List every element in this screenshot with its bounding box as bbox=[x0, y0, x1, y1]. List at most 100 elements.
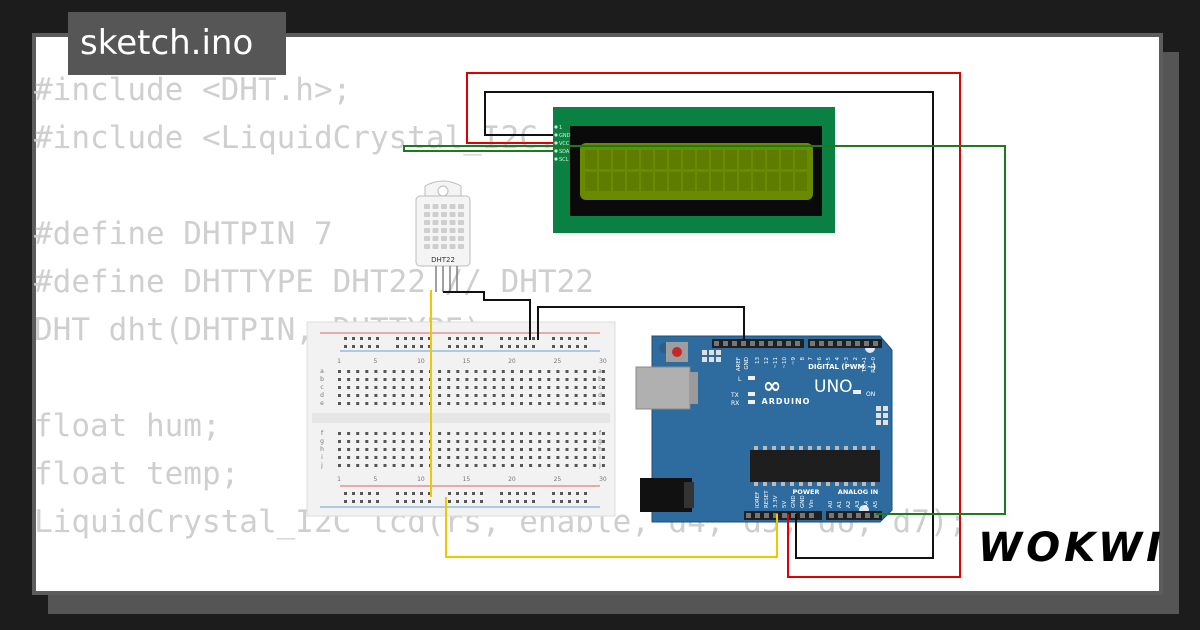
microcontroller-chip bbox=[750, 450, 880, 482]
column-number: 20 bbox=[508, 476, 516, 483]
column-number: 5 bbox=[373, 476, 377, 483]
sensor-grille bbox=[424, 204, 464, 249]
column-number: 20 bbox=[508, 358, 516, 365]
sensor-label: DHT22 bbox=[431, 256, 455, 264]
analog-label: ANALOG IN bbox=[838, 488, 878, 496]
code-line: #define DHTTYPE DHT22 // DHT22 bbox=[34, 264, 594, 300]
power-header-holes bbox=[746, 513, 879, 518]
column-number: 1 bbox=[337, 476, 341, 483]
row-letter: a bbox=[320, 368, 324, 375]
row-letter: c bbox=[320, 384, 323, 391]
column-number: 1 bbox=[337, 358, 341, 365]
digital-pin-label: 4 bbox=[835, 357, 841, 361]
digital-pin-label: 12 bbox=[764, 357, 770, 364]
row-letter: j bbox=[598, 462, 601, 469]
on-label: ON bbox=[866, 391, 875, 398]
analog-pin-label: A4 bbox=[864, 500, 870, 508]
lcd-pin-label: GND bbox=[559, 133, 571, 139]
analog-pin-label: A1 bbox=[837, 501, 843, 508]
icsp-header bbox=[702, 350, 888, 425]
row-letter: g bbox=[598, 438, 602, 445]
lcd-pin-label: 1 bbox=[559, 125, 562, 131]
digital-pin-label: ~10 bbox=[782, 357, 788, 369]
rx-label: RX bbox=[731, 400, 739, 407]
wokwi-logo: WOKWI bbox=[978, 525, 1166, 571]
arduino-infinity-logo: ∞ bbox=[763, 374, 781, 399]
row-letter: f bbox=[321, 430, 324, 437]
analog-pin-label: A2 bbox=[846, 501, 852, 508]
row-letter: f bbox=[599, 430, 602, 437]
wire-black-sensor bbox=[443, 291, 531, 340]
lcd-pin-label: SCL bbox=[559, 157, 569, 163]
digital-pin-label: 13 bbox=[755, 357, 761, 364]
gnd-label: GND bbox=[744, 357, 750, 370]
power-pin-label: RESET bbox=[764, 490, 770, 508]
row-letter: i bbox=[321, 454, 323, 461]
row-letter: e bbox=[320, 400, 324, 407]
digital-pin-label: ~5 bbox=[826, 357, 832, 366]
wire-yellow-power bbox=[445, 497, 778, 558]
lcd-character-cells bbox=[585, 150, 807, 191]
usb-port[interactable] bbox=[635, 366, 691, 410]
digital-label: DIGITAL (PWM ~) bbox=[808, 363, 876, 371]
code-line: float temp; bbox=[34, 456, 240, 492]
row-letter: j bbox=[320, 462, 323, 469]
tx-label: TX bbox=[730, 392, 739, 399]
power-pin-label: GND bbox=[791, 495, 797, 508]
analog-pin-label: A3 bbox=[855, 500, 861, 508]
column-number: 30 bbox=[599, 358, 607, 365]
aref-label: AREF bbox=[736, 357, 742, 371]
file-tab[interactable]: sketch.ino bbox=[68, 12, 286, 75]
column-number: 25 bbox=[554, 476, 562, 483]
row-letter: a bbox=[598, 368, 602, 375]
column-number: 10 bbox=[417, 476, 425, 483]
column-number: 5 bbox=[373, 358, 377, 365]
lcd-pin-label: SDA bbox=[559, 149, 570, 155]
analog-pin-label: A0 bbox=[828, 500, 834, 508]
column-number: 15 bbox=[463, 476, 471, 483]
power-jack[interactable] bbox=[640, 478, 692, 512]
row-letter: b bbox=[598, 376, 602, 383]
wire-black-gnd bbox=[484, 91, 934, 559]
lcd-pin-label: VCC bbox=[559, 141, 570, 147]
digital-pin-label: ~3 bbox=[844, 357, 850, 366]
power-pin-label: 5V bbox=[782, 501, 788, 508]
code-line: #include <LiquidCrystal_I2C.h> bbox=[34, 120, 594, 156]
digital-pin-label: TX→1 bbox=[862, 357, 868, 373]
power-pin-label: GND bbox=[800, 495, 806, 508]
wires[interactable] bbox=[403, 72, 1006, 578]
dht22-sensor[interactable]: DHT22 bbox=[415, 180, 471, 292]
wire-red-vcc bbox=[466, 72, 961, 578]
column-number: 10 bbox=[417, 358, 425, 365]
wire-black-arduino bbox=[537, 306, 745, 340]
row-letter: d bbox=[320, 392, 324, 399]
power-label: POWER bbox=[793, 488, 820, 496]
power-pin-label: IOREF bbox=[755, 492, 761, 508]
row-letter: g bbox=[320, 438, 324, 445]
digital-pin-label: 8 bbox=[800, 357, 806, 361]
code-line: #define DHTPIN 7 bbox=[34, 216, 333, 252]
digital-pin-label: ~9 bbox=[791, 357, 797, 366]
breadboard-holes bbox=[338, 337, 605, 503]
column-number: 15 bbox=[463, 358, 471, 365]
digital-pin-label: ~11 bbox=[773, 357, 779, 369]
model-label: UNO bbox=[814, 377, 853, 397]
digital-pin-label: 7 bbox=[808, 357, 814, 361]
row-letter: h bbox=[598, 446, 602, 453]
l-label: L bbox=[738, 376, 742, 383]
column-number: 30 bbox=[599, 476, 607, 483]
chip-pins bbox=[754, 446, 875, 486]
row-letter: b bbox=[320, 376, 324, 383]
column-number: 25 bbox=[554, 358, 562, 365]
power-pin-label: 3.3V bbox=[773, 495, 779, 508]
row-letter: e bbox=[598, 400, 602, 407]
